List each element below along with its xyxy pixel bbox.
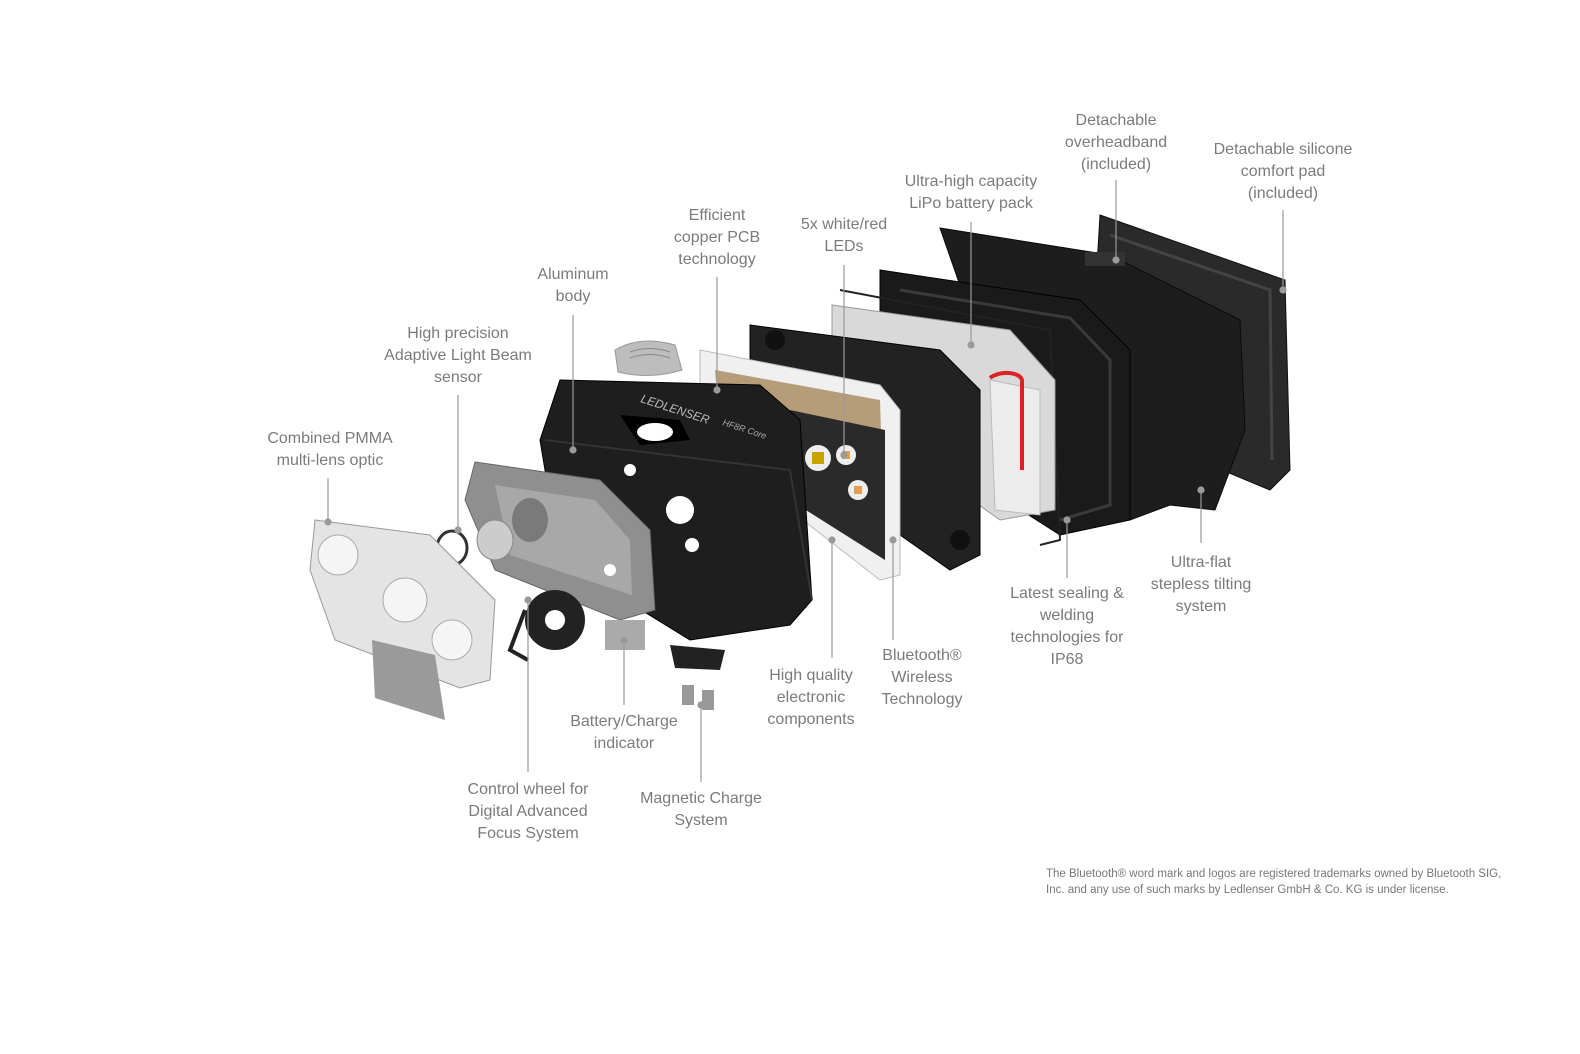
label-line: Aluminum (537, 266, 609, 283)
label-line: Detachable silicone (1213, 141, 1353, 158)
label-line: Magnetic Charge (640, 790, 762, 807)
label-line: Latest sealing & (1010, 585, 1124, 602)
label-electronics: High quality electronic components (767, 665, 854, 731)
label-line: Combined PMMA (267, 430, 393, 447)
label-line: High quality (769, 667, 853, 684)
label-line: 5x white/red (800, 216, 888, 233)
label-line: copper PCB (673, 229, 761, 246)
trademark-footnote: The Bluetooth® word mark and logos are r… (1046, 866, 1501, 898)
label-line: electronic (776, 689, 846, 706)
label-line: IP68 (1050, 651, 1084, 668)
magnetic-charge-connector (670, 645, 725, 710)
label-optic: Combined PMMA multi-lens optic (267, 428, 392, 472)
label-line: Adaptive Light Beam (384, 347, 532, 364)
label-line: (included) (1080, 156, 1152, 173)
control-wheel (507, 590, 585, 662)
label-line: indicator (593, 735, 655, 752)
label-line: components (767, 711, 855, 728)
label-line: welding (1039, 607, 1095, 624)
label-line: Battery/Charge (570, 713, 678, 730)
label-line: (included) (1247, 185, 1319, 202)
label-line: LEDs (824, 238, 864, 255)
label-line: Bluetooth® (882, 647, 962, 664)
control-button (614, 340, 683, 377)
label-line: technology (678, 251, 756, 268)
label-line: overheadband (1064, 134, 1168, 151)
label-line: High precision (407, 325, 509, 342)
label-pcb: Efficient copper PCB technology (674, 205, 760, 271)
leader-lines (324, 180, 1287, 782)
footnote-line: Inc. and any use of such marks by Ledlen… (1046, 884, 1449, 896)
label-line: technologies for (1010, 629, 1124, 646)
indicator-pins (605, 620, 645, 650)
label-line: multi-lens optic (276, 452, 384, 469)
label-line: body (555, 288, 591, 305)
label-line: Focus System (477, 825, 579, 842)
footnote-line: The Bluetooth® word mark and logos are r… (1046, 868, 1502, 880)
label-body: Aluminum body (537, 264, 608, 308)
label-line: System (674, 812, 728, 829)
multi-lens-optic (309, 519, 496, 720)
label-indicator: Battery/Charge indicator (570, 711, 678, 755)
label-pad: Detachable silicone comfort pad (included) (1214, 139, 1353, 205)
label-line: system (1175, 598, 1227, 615)
label-line: comfort pad (1240, 163, 1326, 180)
label-line: Wireless (891, 669, 953, 686)
label-line: Detachable (1075, 112, 1157, 129)
label-line: LiPo battery pack (909, 195, 1033, 212)
label-line: Efficient (688, 207, 746, 224)
label-tilt: Ultra-flat stepless tilting system (1151, 552, 1252, 618)
label-line: Ultra-high capacity (904, 173, 1038, 190)
label-line: Ultra-flat (1170, 554, 1232, 571)
label-line: Digital Advanced (468, 803, 588, 820)
label-line: Technology (881, 691, 963, 708)
label-line: sensor (433, 369, 483, 386)
label-line: stepless tilting (1150, 576, 1252, 593)
front-bezel (464, 461, 656, 621)
label-overheadband: Detachable overheadband (included) (1065, 110, 1167, 176)
label-line: Control wheel for (467, 781, 589, 798)
